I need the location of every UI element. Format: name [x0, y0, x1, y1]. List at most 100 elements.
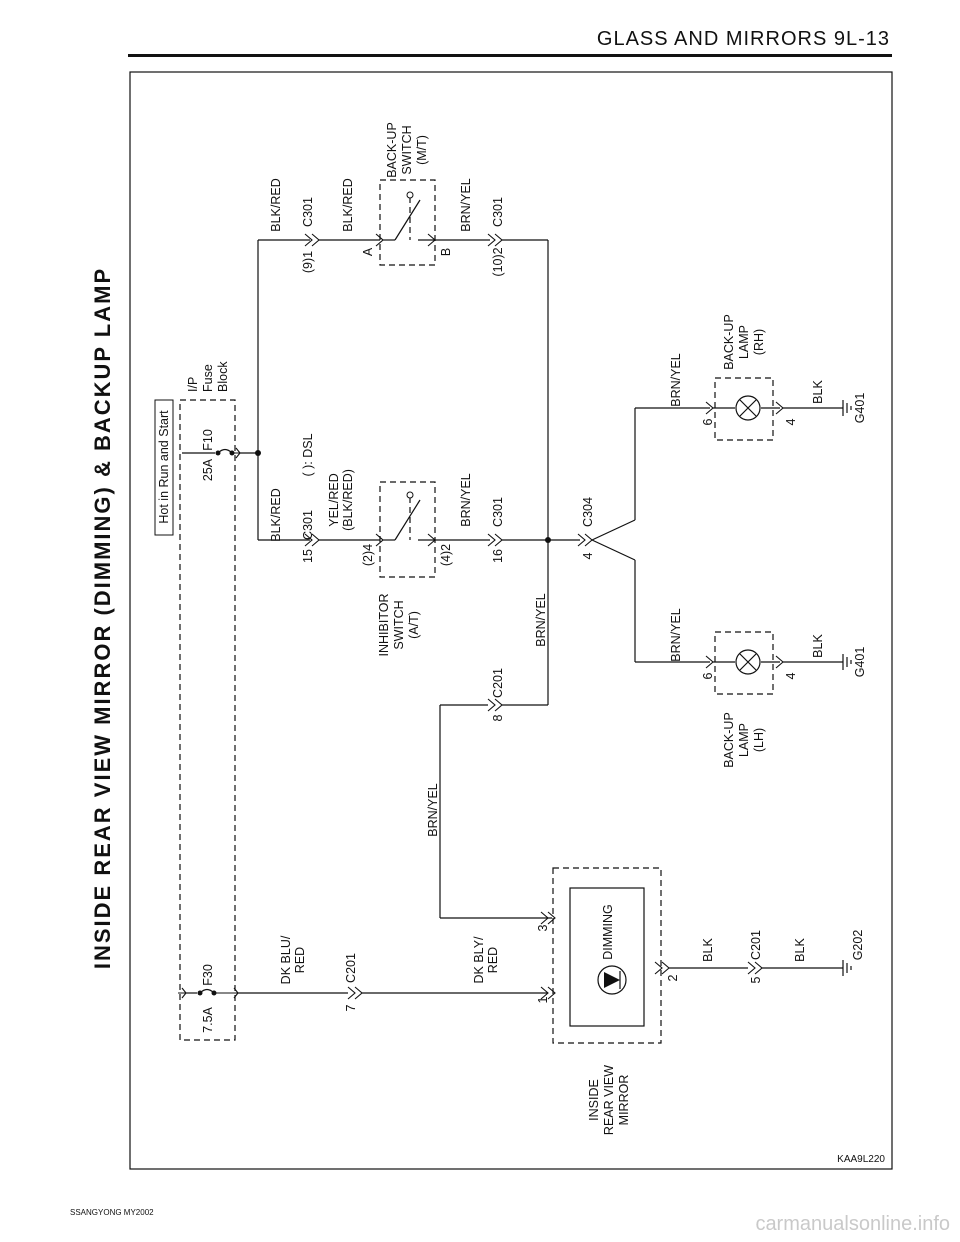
label-brn-yel-3: BRN/YEL [534, 593, 548, 647]
label-blk-red-1: BLK/RED [269, 488, 283, 542]
svg-text:B: B [439, 248, 453, 256]
svg-text:2: 2 [666, 974, 680, 981]
svg-text:8: 8 [491, 714, 505, 721]
label-brn-yel-1: BRN/YEL [459, 473, 473, 527]
svg-text:REAR VIEW: REAR VIEW [602, 1065, 616, 1135]
diagram-frame [129, 71, 893, 1170]
svg-text:G401: G401 [853, 393, 867, 424]
footer-watermark: carmanualsonline.info [755, 1213, 950, 1235]
fuse-f10: F10 25A [182, 429, 241, 481]
fuse-block-box [179, 399, 236, 1041]
wire-dk-blu-red: DK BLU/ RED C201 7 DK BLY/ RED [238, 935, 548, 1011]
svg-text:I/P: I/P [186, 377, 200, 392]
svg-text:1: 1 [536, 996, 550, 1003]
svg-text:LAMP: LAMP [737, 723, 751, 757]
ground-g401-rh: BLK G401 [783, 380, 867, 424]
svg-text:7: 7 [344, 1004, 358, 1011]
wire-brn-yel-lh [634, 560, 710, 663]
label-blk-red-3: BLK/RED [341, 178, 355, 232]
connector-c301-15: C301 15 ( ): DSL [301, 433, 320, 563]
inside-rear-view-mirror: 1 3 2 DIMMING INSIDE REAR VIEW MIRROR [536, 867, 680, 1135]
svg-text:(10)2: (10)2 [491, 247, 505, 276]
connector-c301-91: C301 (9)1 [301, 197, 320, 273]
svg-text:(M/T): (M/T) [415, 135, 429, 165]
dsl-note: ( ): DSL [301, 433, 315, 476]
svg-text:16: 16 [491, 549, 505, 563]
svg-text:6: 6 [701, 418, 715, 425]
header-rule [128, 54, 892, 57]
svg-text:F30: F30 [201, 964, 215, 986]
svg-text:BACK-UP: BACK-UP [722, 314, 736, 370]
wire-blk-red-main [240, 239, 310, 541]
connector-c304: C304 4 [577, 497, 636, 561]
svg-text:BLK: BLK [793, 938, 807, 962]
svg-text:F10: F10 [201, 429, 215, 451]
svg-text:3: 3 [536, 924, 550, 931]
svg-text:7.5A: 7.5A [201, 1006, 215, 1032]
page-header: GLASS AND MIRRORS 9L-13 [596, 28, 890, 50]
svg-text:A: A [361, 247, 375, 256]
svg-text:Hot in Run and Start: Hot in Run and Start [157, 410, 171, 524]
svg-text:C304: C304 [581, 497, 595, 527]
svg-text:(LH): (LH) [752, 728, 766, 752]
footer-left: SSANGYONG MY2002 [70, 1208, 154, 1217]
label-brn-yel-rh: BRN/YEL [669, 353, 683, 407]
svg-text:C301: C301 [301, 510, 315, 540]
svg-text:LAMP: LAMP [737, 325, 751, 359]
fuse-block-label: I/P Fuse Block [186, 361, 230, 392]
svg-text:4: 4 [581, 552, 595, 559]
svg-text:C201: C201 [491, 668, 505, 698]
wire-brn-yel-mirror [439, 704, 552, 919]
svg-text:INSIDE: INSIDE [587, 1079, 601, 1121]
connector-c301-16: C301 16 [487, 497, 505, 563]
svg-text:15: 15 [301, 549, 315, 563]
svg-text:(9)1: (9)1 [301, 251, 315, 273]
svg-text:BLK: BLK [811, 634, 825, 658]
hot-box: Hot in Run and Start [154, 399, 174, 536]
svg-text:Fuse: Fuse [201, 364, 215, 392]
svg-text:25A: 25A [201, 458, 215, 481]
svg-text:RED: RED [486, 947, 500, 973]
svg-text:C201: C201 [749, 930, 763, 960]
svg-text:5: 5 [749, 976, 763, 983]
svg-text:DIMMING: DIMMING [601, 904, 615, 960]
ground-g401-lh: BLK G401 [783, 634, 867, 678]
svg-text:C301: C301 [301, 197, 315, 227]
inhibitor-switch: (2)4 (4)2 INHIBITOR SWITCH (A/T) [361, 481, 453, 657]
svg-text:(4)2: (4)2 [439, 544, 453, 566]
label-yel-red-dsl: (BLK/RED) [341, 469, 355, 531]
svg-text:4: 4 [784, 418, 798, 425]
svg-text:SWITCH: SWITCH [400, 125, 414, 174]
svg-text:C301: C301 [491, 197, 505, 227]
svg-text:BACK-UP: BACK-UP [385, 122, 399, 178]
svg-text:Block: Block [216, 361, 230, 392]
label-blk-red-2: BLK/RED [269, 178, 283, 232]
label-brn-yel-lh: BRN/YEL [669, 608, 683, 662]
svg-text:BACK-UP: BACK-UP [722, 712, 736, 768]
svg-text:DK BLU/: DK BLU/ [279, 935, 293, 984]
svg-text:G202: G202 [851, 930, 865, 961]
backup-lamp-rh: 6 4 BACK-UP LAMP (RH) [701, 314, 798, 441]
backup-lamp-lh: 6 4 BACK-UP LAMP (LH) [701, 631, 798, 768]
svg-text:6: 6 [701, 672, 715, 679]
svg-text:(A/T): (A/T) [407, 611, 421, 639]
svg-text:BLK: BLK [701, 938, 715, 962]
svg-text:INHIBITOR: INHIBITOR [377, 594, 391, 657]
wire-brn-yel-bus [502, 239, 580, 706]
svg-text:RED: RED [293, 947, 307, 973]
fuse-f30: F30 7.5A [178, 964, 239, 1033]
svg-text:C201: C201 [344, 953, 358, 983]
svg-text:C301: C301 [491, 497, 505, 527]
svg-text:4: 4 [784, 672, 798, 679]
diagram-code: KAA9L220 [837, 1154, 885, 1165]
wire-brn-yel-rh [634, 407, 710, 520]
svg-text:BLK: BLK [811, 380, 825, 404]
svg-text:G401: G401 [853, 647, 867, 678]
label-brn-yel-4: BRN/YEL [426, 783, 440, 837]
wire-blk-mirror-ground: BLK C201 5 BLK G202 [669, 930, 865, 983]
label-brn-yel-2: BRN/YEL [459, 178, 473, 232]
diagram-title: INSIDE REAR VIEW MIRROR (DIMMING) & BACK… [90, 267, 115, 969]
svg-text:MIRROR: MIRROR [617, 1075, 631, 1126]
svg-text:DK BLY/: DK BLY/ [472, 936, 486, 984]
